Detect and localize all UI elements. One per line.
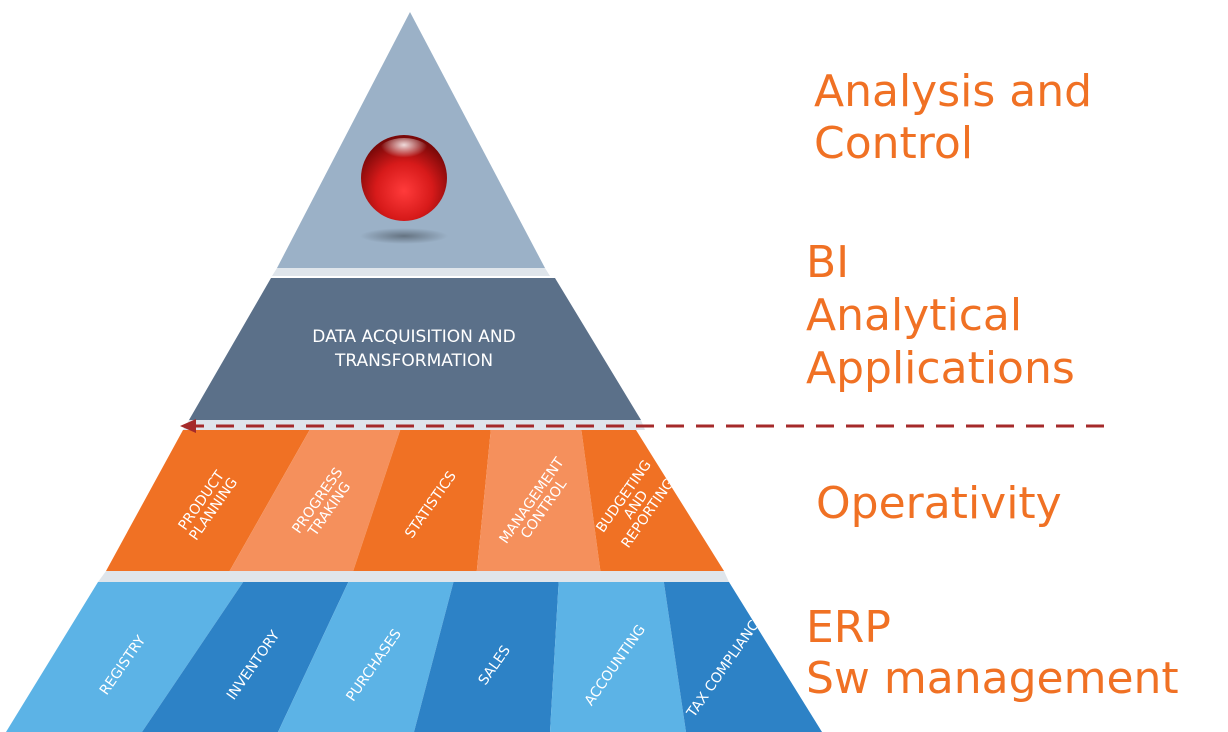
- label-operativity-line-1: Operativity: [816, 478, 1062, 529]
- label-bi-line-1: BI: [806, 237, 850, 288]
- operativity-cell: [353, 430, 491, 571]
- erp-cell: [550, 582, 686, 732]
- erp-cell: [414, 582, 559, 732]
- arrow-head: [180, 419, 196, 433]
- tier-data: [189, 278, 641, 420]
- label-operativity: Operativity: [816, 478, 1062, 530]
- label-erp: ERP Sw management: [806, 602, 1179, 704]
- data-tier-line: TRANSFORMATION: [334, 351, 493, 371]
- red-sphere-icon: [361, 135, 447, 221]
- erp-cell: [142, 582, 349, 732]
- label-erp-line-2: Sw management: [806, 653, 1179, 705]
- divider-1: [272, 268, 550, 276]
- data-tier-line: DATA ACQUISITION AND: [312, 327, 515, 347]
- data-tier-text: DATA ACQUISITION AND TRANSFORMATION: [312, 327, 515, 371]
- operativity-cell: [476, 430, 601, 571]
- label-analysis-control: Analysis and Control: [814, 66, 1092, 170]
- label-bi-line-2: Analytical: [806, 289, 1023, 341]
- label-bi-line-3: Applications: [806, 342, 1075, 394]
- sphere-shadow: [360, 228, 448, 244]
- operativity-cell: [229, 430, 401, 571]
- operativity-cell: [581, 430, 724, 571]
- erp-cell: [278, 582, 454, 732]
- label-analysis-line-1: Analysis and: [814, 66, 1093, 117]
- label-analysis-line-2: Control: [814, 117, 974, 169]
- label-bi: BI Analytical Applications: [806, 237, 1075, 395]
- label-erp-line-1: ERP: [806, 602, 891, 653]
- divider-3: [98, 571, 729, 582]
